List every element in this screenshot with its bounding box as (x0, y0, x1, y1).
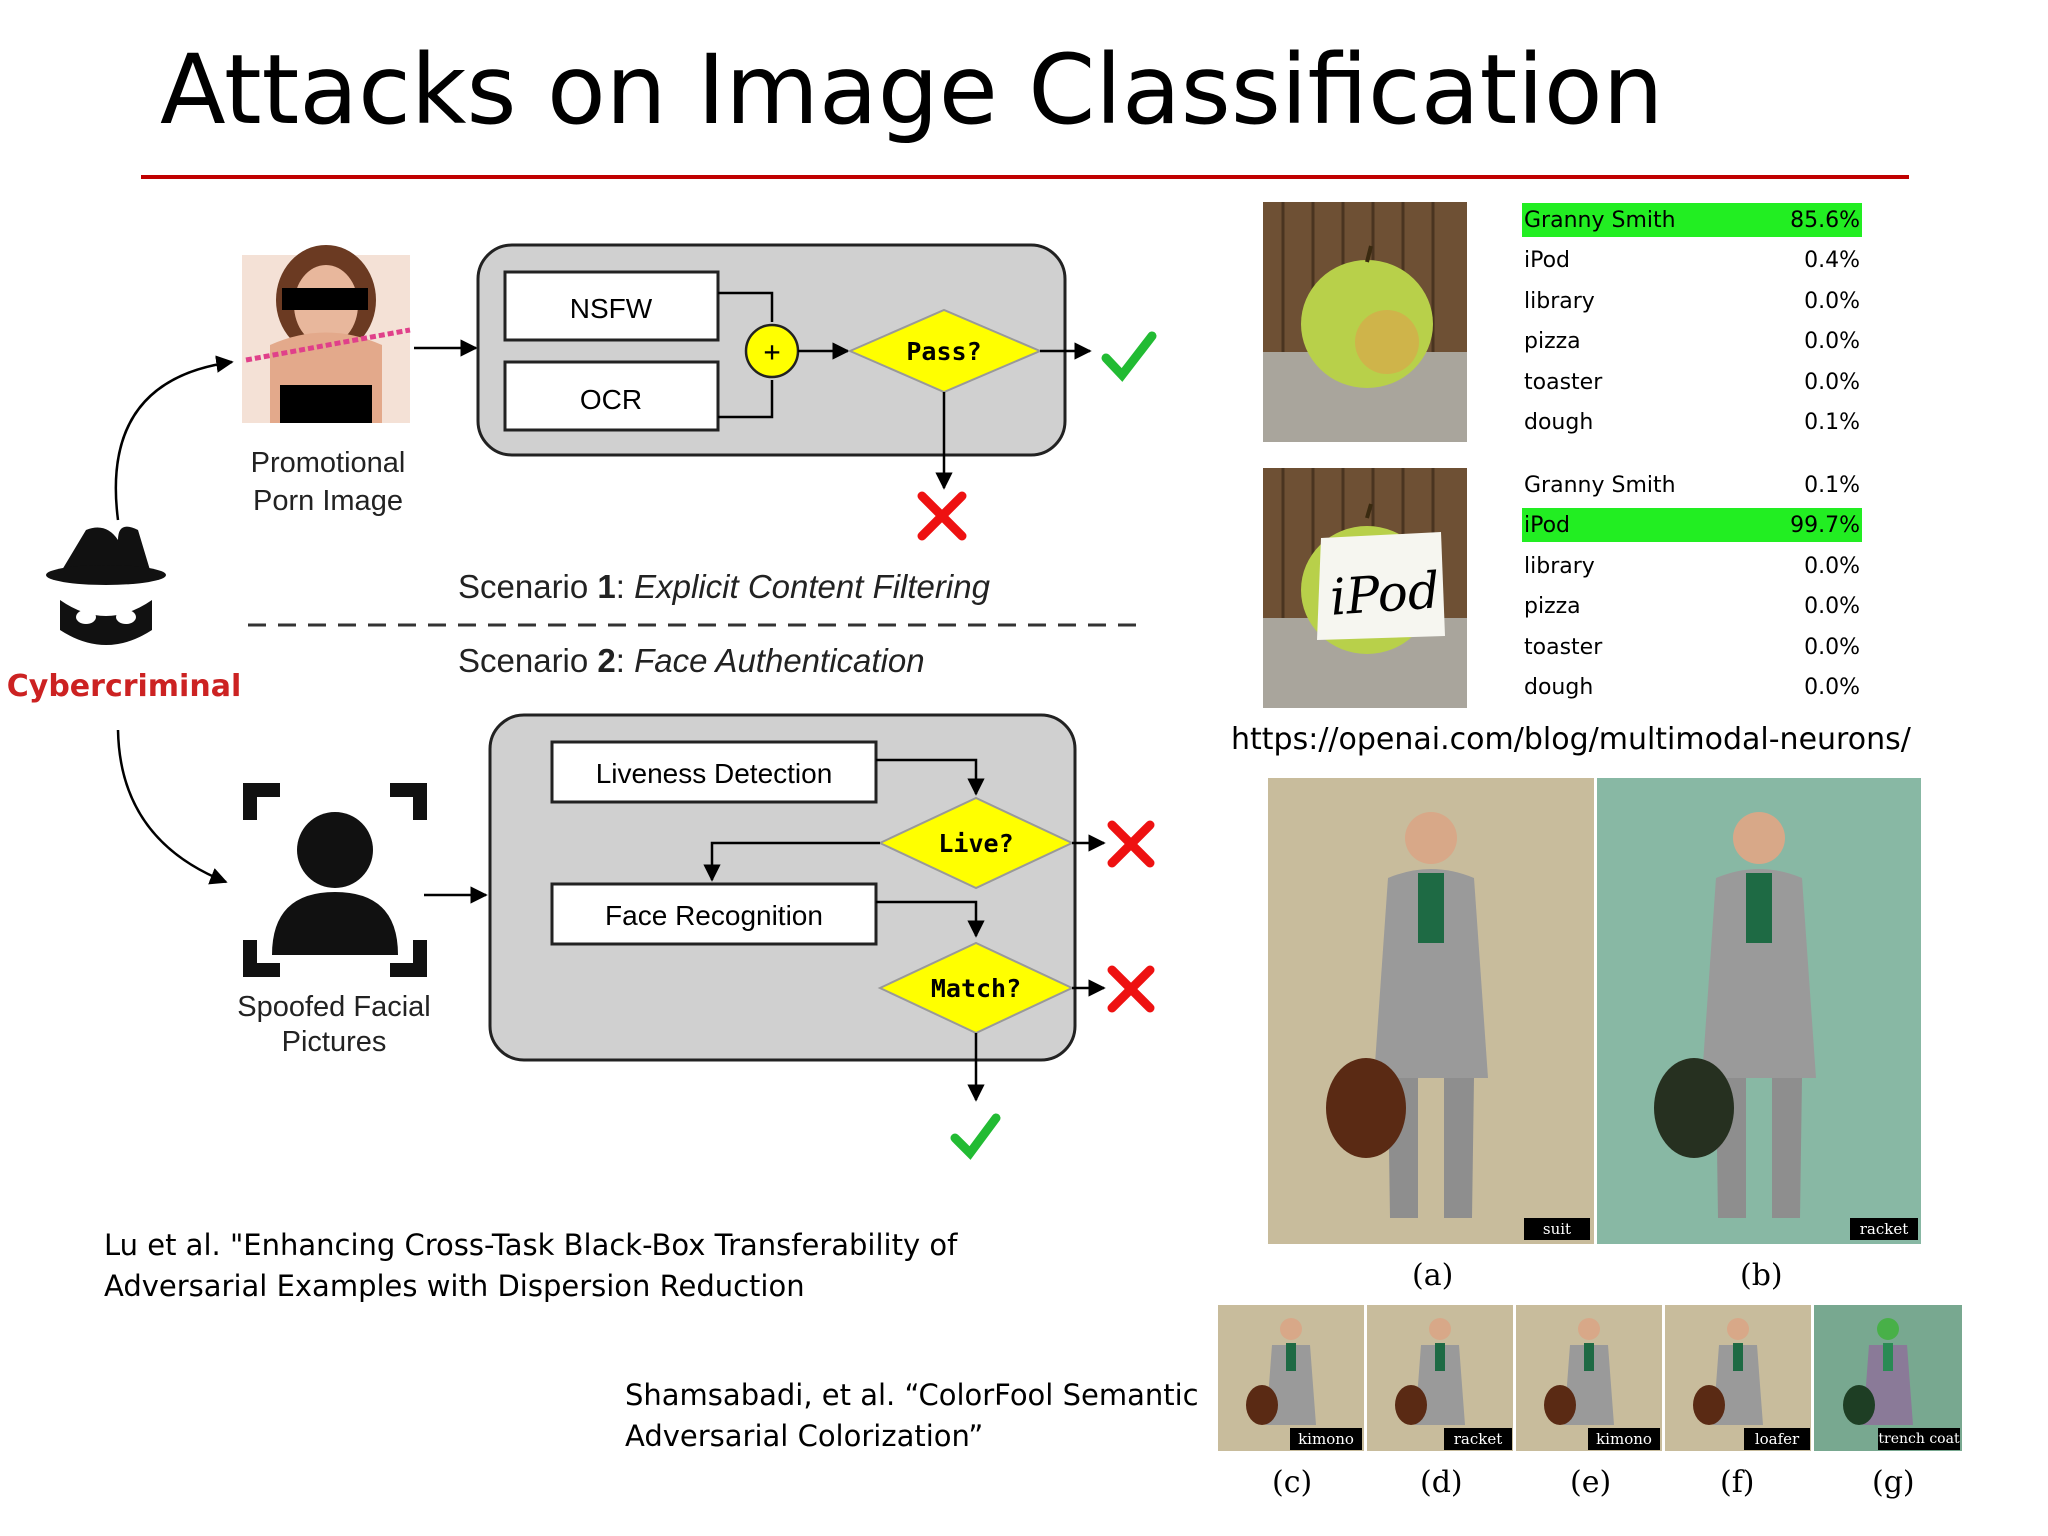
figure-c-caption: (c) (1272, 1465, 1313, 1500)
promo-caption-line1: Promotional (251, 447, 406, 479)
ocr-box (503, 360, 720, 432)
promo-caption-line2: Porn Image (253, 485, 403, 517)
cybercriminal-icon (46, 526, 166, 645)
live-decision-label: Live? (938, 829, 1013, 858)
citation-lu: Lu et al. "Enhancing Cross-Task Black-Bo… (104, 1225, 957, 1307)
slide-title: Attacks on Image Classification (160, 34, 1664, 146)
colorfool-figure-d (1367, 1305, 1513, 1451)
match-decision-label: Match? (931, 974, 1021, 1003)
figure-a-caption: (a) (1412, 1258, 1454, 1293)
pass-check-icon (1101, 331, 1157, 382)
colorfool-figure-b (1597, 778, 1921, 1244)
colorfool-figure-a (1268, 778, 1594, 1244)
apple-photo (1263, 202, 1467, 442)
colorfool-figure-f (1665, 1305, 1811, 1451)
citation-lu-line1: Lu et al. "Enhancing Cross-Task Black-Bo… (104, 1228, 958, 1262)
cybercriminal-label: Cybercriminal (7, 669, 241, 704)
title-divider (141, 175, 1909, 179)
figure-f-caption: (f) (1720, 1465, 1755, 1500)
figure-d-tag: racket (1444, 1428, 1512, 1450)
figure-d-caption: (d) (1420, 1465, 1463, 1500)
figure-e-caption: (e) (1570, 1465, 1612, 1500)
fail-cross-icon (917, 491, 967, 541)
face-recognition-label: Face Recognition (605, 900, 823, 931)
ipod-note-text: iPod (1328, 561, 1442, 627)
figure-g-caption: (g) (1872, 1465, 1915, 1500)
scenario2-label: Scenario 2: Face Authentication (458, 642, 925, 679)
promo-image-thumbnail (242, 245, 411, 423)
figure-b-caption: (b) (1740, 1258, 1783, 1293)
liveness-label: Liveness Detection (596, 758, 833, 789)
figure-b-tag: racket (1850, 1218, 1918, 1240)
citation-lu-line2: Adversarial Examples with Dispersion Red… (104, 1269, 805, 1303)
spoof-caption-line2: Pictures (282, 1026, 387, 1058)
match-pass-check-icon (950, 1113, 1001, 1160)
attack-diagram: Promotional Porn Image NSFW OCR + Pass? … (7, 243, 1157, 1160)
spoof-caption-line1: Spoofed Facial (237, 991, 430, 1023)
citation-shamsabadi-line1: Shamsabadi, et al. “ColorFool Semantic (625, 1378, 1199, 1412)
figure-e-tag: kimono (1588, 1428, 1660, 1450)
figure-a-tag: suit (1524, 1218, 1590, 1240)
apple-ipod-photo (1263, 468, 1467, 708)
figure-c-tag: kimono (1290, 1428, 1362, 1450)
figure-f-tag: loafer (1744, 1428, 1810, 1450)
pass-decision-label: Pass? (906, 337, 981, 366)
citation-shamsabadi: Shamsabadi, et al. “ColorFool Semantic A… (625, 1375, 1199, 1457)
nsfw-box (503, 270, 720, 342)
source-url: https://openai.com/blog/multimodal-neuro… (1231, 722, 1911, 757)
nsfw-label: NSFW (570, 293, 653, 324)
colorfool-figure-e (1516, 1305, 1662, 1451)
colorfool-figure-g (1814, 1305, 1962, 1451)
face-scan-icon (243, 783, 427, 977)
citation-shamsabadi-line2: Adversarial Colorization” (625, 1419, 984, 1453)
figure-g-tag: trench coat (1878, 1428, 1960, 1450)
scenario1-label: Scenario 1: Explicit Content Filtering (458, 568, 991, 605)
combine-plus: + (764, 335, 781, 368)
colorfool-figure-c (1218, 1305, 1364, 1451)
live-fail-cross-icon (1107, 820, 1155, 868)
liveness-box (550, 740, 878, 804)
ocr-label: OCR (580, 384, 642, 415)
match-fail-cross-icon (1107, 965, 1155, 1013)
face-recognition-box (550, 882, 878, 946)
